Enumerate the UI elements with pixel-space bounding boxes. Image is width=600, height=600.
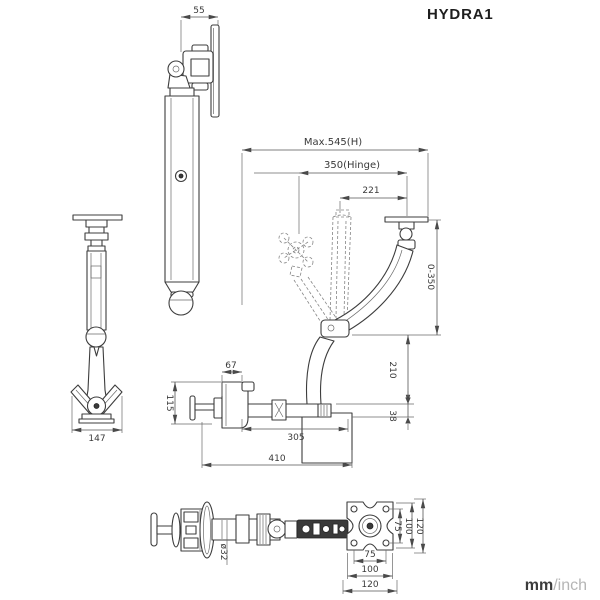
main-view: Max.545(H) 350(Hinge) 221 0-350 2 — [164, 137, 441, 468]
model-title: HYDRA1 — [427, 6, 494, 23]
clamp-handle — [189, 395, 196, 421]
dim-base-arm-length: 305 — [287, 433, 304, 443]
dim-vesa-h-75: 75 — [364, 550, 375, 560]
desk-block — [301, 412, 353, 464]
dim-riser-height: 210 — [387, 361, 397, 378]
hinge-knob — [168, 290, 194, 316]
dim-base-width: 147 — [88, 434, 105, 444]
clamp-screw — [194, 403, 216, 411]
dim-base-thickness: 38 — [387, 410, 397, 422]
monitor-plate — [384, 216, 429, 223]
dim-lift-range: 0-350 — [425, 264, 435, 290]
dim-head-width: 55 — [193, 6, 204, 16]
dim-vesa-v-100: 100 — [403, 517, 413, 534]
vesa-hole — [350, 539, 358, 547]
head-pivot — [399, 227, 413, 241]
main-dimensions: Max.545(H) 350(Hinge) 221 0-350 2 — [164, 137, 441, 468]
base-arm-tube — [245, 403, 331, 418]
vesa-hole — [382, 505, 390, 513]
vesa-hole — [350, 505, 358, 513]
dim-vesa-h-100: 100 — [361, 565, 378, 575]
elbow-joint-side — [85, 326, 107, 348]
dim-vesa-h-120: 120 — [361, 580, 378, 590]
dashed-arm-positions — [278, 209, 352, 328]
dim-vesa-v-75: 75 — [392, 520, 402, 531]
dim-clamp-opening: 115 — [164, 394, 174, 411]
vesa-vertical-dimensions: 75 100 120 — [390, 498, 426, 554]
vesa-hole — [382, 539, 390, 547]
units-secondary: inch — [557, 577, 587, 594]
units-primary: mm — [524, 577, 554, 594]
ball-joint — [167, 60, 185, 78]
side-view: 147 — [70, 214, 123, 444]
front-view: 55 — [164, 6, 220, 316]
dim-hinge-span: 350(Hinge) — [324, 160, 380, 171]
units-divider: / — [553, 577, 558, 594]
spring-arm-front — [164, 95, 200, 283]
desk-clamp — [189, 381, 255, 429]
dim-max-height: Max.545(H) — [304, 137, 362, 148]
base-foot — [78, 418, 115, 424]
dim-pole-diameter: ø32 — [218, 544, 228, 561]
riser-side — [85, 346, 108, 403]
spring-arm-side — [86, 250, 107, 331]
dim-arm-length: 221 — [362, 186, 379, 196]
units-note: mm/inch — [525, 577, 587, 595]
riser — [306, 336, 335, 405]
dim-clamp-depth: 67 — [225, 361, 236, 371]
joint-top — [267, 519, 287, 539]
dim-overall-length: 410 — [268, 454, 285, 464]
clamp-handle-top — [150, 512, 158, 547]
dim-vesa-v-120: 120 — [414, 517, 424, 534]
elbow-joint — [320, 319, 350, 338]
mount-plate-side — [72, 214, 123, 221]
vesa-horizontal-dimensions: 75 100 120 — [342, 550, 398, 594]
top-view: ø32 75 100 120 — [150, 498, 426, 594]
